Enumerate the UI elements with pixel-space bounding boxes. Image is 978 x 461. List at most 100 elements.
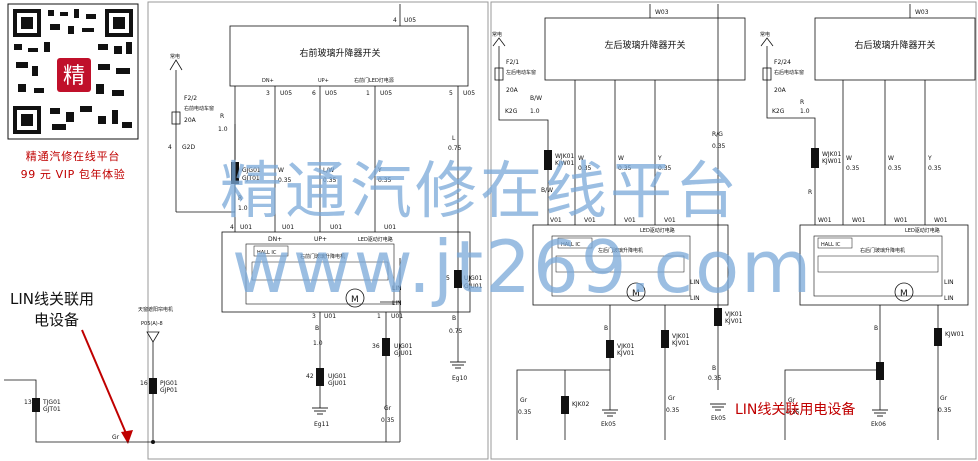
right-rear-switch: 右后玻璃升降器开关 W03: [814, 4, 976, 81]
svg-text:右后电动车窗: 右后电动车窗: [774, 69, 804, 76]
svg-text:B: B: [604, 325, 608, 332]
svg-text:W03: W03: [915, 9, 929, 16]
svg-text:GJU01: GJU01: [464, 283, 483, 290]
svg-text:U01: U01: [384, 224, 396, 231]
sunroof-label: 天窗遮阳帘电机: [138, 306, 173, 313]
svg-text:K2G: K2G: [505, 108, 518, 115]
svg-text:左后玻璃升降器开关: 左后玻璃升降器开关: [604, 39, 685, 51]
right-rear-window-module: HALL IC LED驱动灯电路 右后门玻璃升降电机 M LIN LIN W01…: [799, 217, 969, 306]
svg-text:F2/2: F2/2: [184, 95, 197, 102]
promo-badge-text: 精: [63, 64, 85, 89]
svg-text:U05: U05: [280, 90, 292, 97]
svg-text:5: 5: [449, 90, 453, 97]
svg-text:UJG01: UJG01: [328, 373, 347, 380]
svg-text:KJW01: KJW01: [822, 158, 841, 165]
svg-text:Y: Y: [927, 155, 932, 162]
svg-text:0.35: 0.35: [323, 177, 337, 184]
svg-text:4: 4: [168, 144, 172, 151]
right-panel-frame: [490, 1, 977, 460]
svg-text:GJP01: GJP01: [160, 387, 178, 394]
svg-text:0.35: 0.35: [278, 177, 292, 184]
svg-text:常电: 常电: [760, 31, 770, 38]
svg-text:Ek05: Ek05: [601, 421, 616, 428]
svg-text:1.0: 1.0: [313, 340, 323, 347]
svg-text:KJK02: KJK02: [572, 401, 589, 408]
svg-text:M: M: [632, 289, 640, 299]
svg-text:V01: V01: [584, 217, 596, 224]
lin-annotation-right: LIN线关联用电设备: [735, 401, 855, 418]
svg-text:LIN: LIN: [944, 295, 954, 302]
svg-text:13: 13: [24, 399, 32, 406]
svg-text:左后门玻璃升降电机: 左后门玻璃升降电机: [598, 247, 643, 254]
svg-text:3: 3: [266, 90, 270, 97]
right-conn-a: [544, 150, 552, 170]
left-motor-icon: [345, 288, 365, 308]
svg-text:V01: V01: [550, 217, 562, 224]
svg-text:F2/1: F2/1: [506, 59, 519, 66]
svg-text:K2G: K2G: [772, 108, 785, 115]
svg-text:Eg11: Eg11: [314, 421, 329, 428]
svg-text:VJK01: VJK01: [725, 311, 743, 318]
svg-text:UP+: UP+: [314, 236, 327, 243]
svg-text:1: 1: [377, 313, 381, 320]
svg-text:0.35: 0.35: [888, 165, 902, 172]
svg-text:0.35: 0.35: [708, 375, 722, 382]
sunroof-triangle: [146, 331, 160, 343]
svg-text:LIN: LIN: [944, 279, 954, 286]
left-panel-frame: [147, 1, 489, 460]
svg-text:右前门LED灯电源: 右前门LED灯电源: [354, 77, 394, 84]
svg-text:U05: U05: [404, 17, 416, 24]
svg-text:Gr: Gr: [520, 397, 528, 404]
svg-text:WJK01: WJK01: [555, 153, 574, 160]
svg-text:U05: U05: [463, 90, 475, 97]
pj-connector: [149, 378, 157, 394]
promo-badge: [57, 58, 91, 92]
svg-text:B/W: B/W: [541, 187, 553, 194]
svg-text:L/W: L/W: [323, 167, 334, 174]
svg-text:0.75: 0.75: [448, 145, 462, 152]
svg-text:W: W: [888, 155, 894, 162]
svg-text:R: R: [220, 113, 224, 120]
ujg-connector-l: [454, 270, 462, 288]
right-conn-e: [661, 330, 669, 348]
left-rear-window-module: HALL IC LED驱动灯电路 左后门玻璃升降电机 M LIN LIN V01…: [532, 217, 729, 306]
svg-text:1.0: 1.0: [218, 126, 228, 133]
svg-text:Gr: Gr: [384, 405, 392, 412]
svg-text:常电: 常电: [170, 53, 180, 60]
svg-text:42: 42: [306, 373, 314, 380]
svg-text:HALL IC: HALL IC: [821, 242, 841, 248]
svg-text:Gr: Gr: [668, 395, 676, 402]
svg-text:3: 3: [312, 313, 316, 320]
svg-text:W03: W03: [655, 9, 669, 16]
svg-text:常电: 常电: [492, 31, 502, 38]
lin-annotation-left-line1: LIN线关联用: [10, 290, 94, 308]
svg-text:LIN: LIN: [392, 285, 402, 292]
svg-text:V01: V01: [664, 217, 676, 224]
svg-text:左后电动车窗: 左后电动车窗: [506, 69, 536, 76]
ujg-connector: [316, 368, 324, 386]
svg-text:L: L: [452, 135, 456, 142]
svg-text:Gr: Gr: [940, 395, 948, 402]
svg-text:U05: U05: [380, 90, 392, 97]
svg-text:U01: U01: [240, 224, 252, 231]
svg-text:DN+: DN+: [268, 236, 282, 243]
svg-text:LED驱动灯电路: LED驱动灯电路: [905, 227, 940, 234]
svg-text:WJK01: WJK01: [822, 151, 841, 158]
ground-symbols-left: [312, 361, 466, 415]
svg-text:1: 1: [366, 90, 370, 97]
svg-text:0.35: 0.35: [518, 409, 532, 416]
svg-text:R: R: [808, 189, 812, 196]
svg-text:HALL IC: HALL IC: [257, 250, 277, 256]
svg-text:0.35: 0.35: [381, 417, 395, 424]
svg-text:P05(A)-8: P05(A)-8: [141, 321, 163, 327]
svg-text:20A: 20A: [774, 87, 787, 94]
svg-text:GJT01: GJT01: [242, 175, 260, 182]
svg-text:UJG01: UJG01: [394, 343, 413, 350]
svg-text:Gr: Gr: [112, 434, 120, 441]
svg-text:0.35: 0.35: [578, 165, 592, 172]
promo-caption-2: 99 元 VIP 包年体验: [21, 167, 126, 181]
left-front-switch: 右前玻璃升降器开关 4 U05 DN+ UP+ 右前门LED灯电源: [229, 4, 469, 87]
svg-text:右前电动车窗: 右前电动车窗: [184, 105, 214, 112]
svg-text:4: 4: [230, 224, 234, 231]
